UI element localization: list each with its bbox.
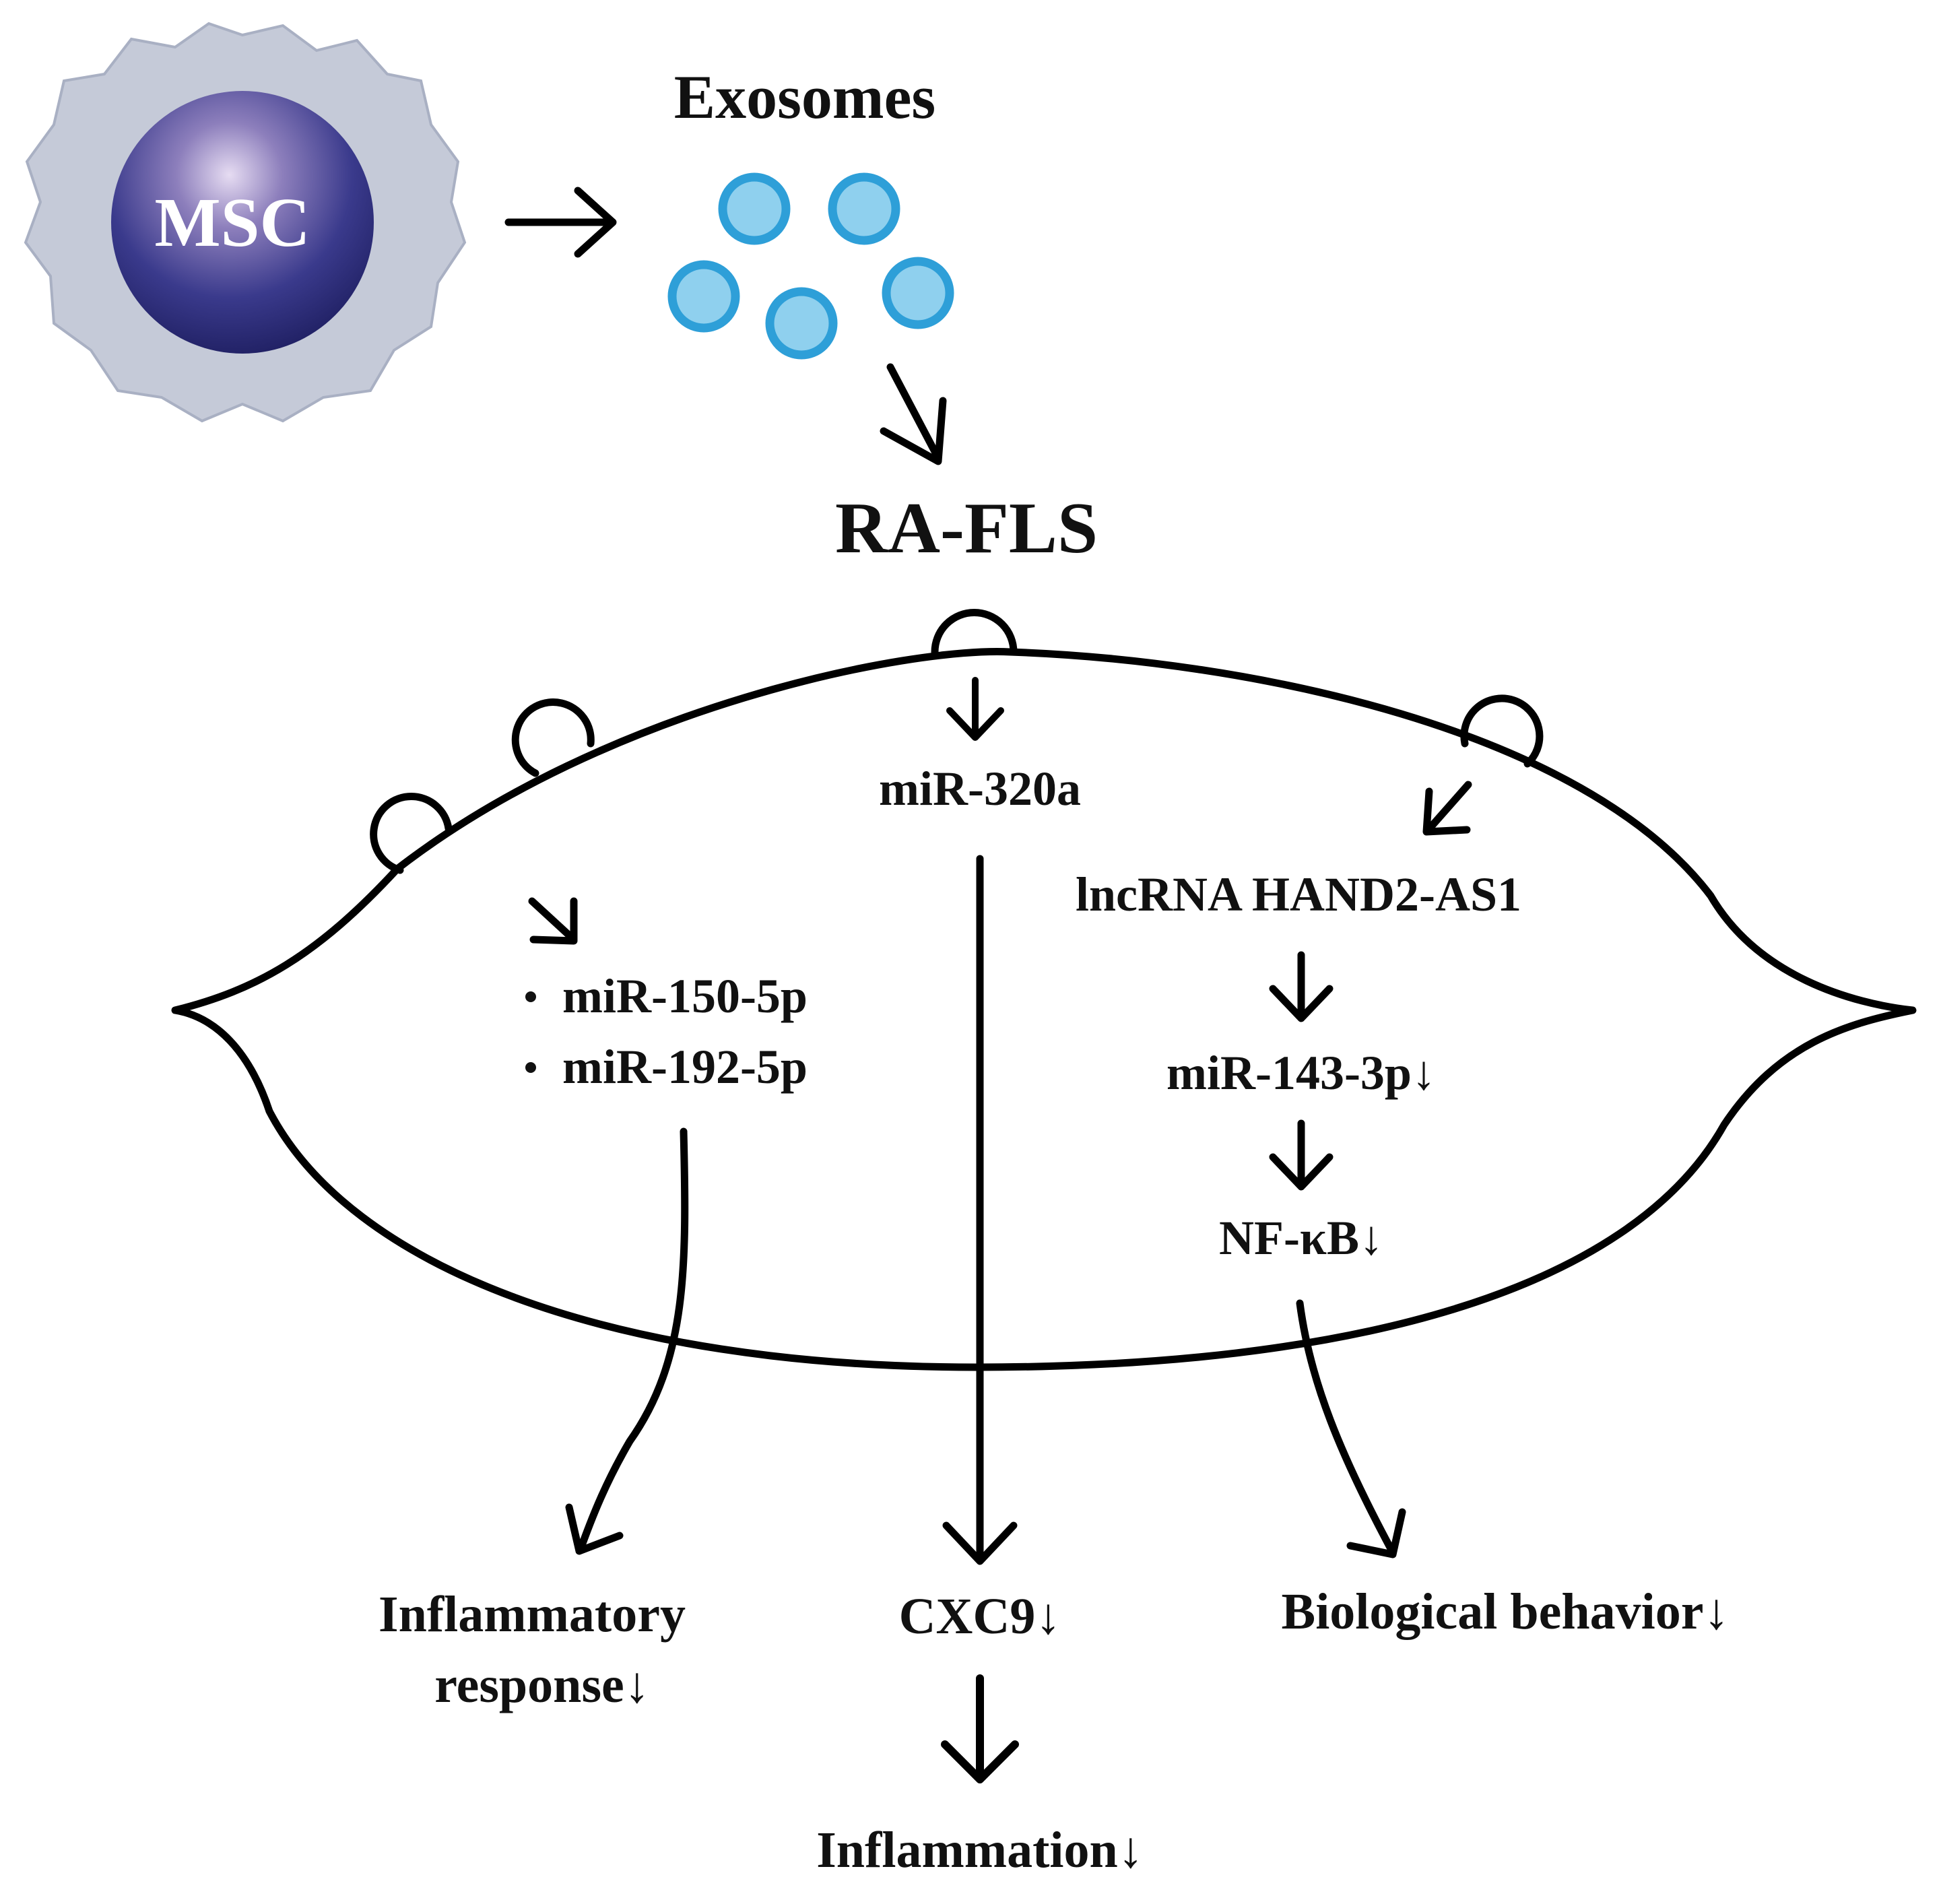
rafls-label: RA-FLS <box>835 488 1098 568</box>
receptor-bump <box>1460 694 1544 768</box>
mir150-label: miR-150-5p <box>562 969 808 1023</box>
exosome-vesicle <box>882 257 954 329</box>
arrow-cxc9-to-inflammation <box>941 1674 1019 1783</box>
inflammatory-response-line2: response↓ <box>434 1657 650 1713</box>
biological-behavior-label: Biological behavior↓ <box>1282 1583 1730 1640</box>
msc-nucleus <box>111 91 374 354</box>
exosome-cluster <box>667 172 954 360</box>
exosome-vesicle <box>828 172 900 245</box>
inflammation-label: Inflammation↓ <box>816 1822 1144 1878</box>
exosomes-label: Exosomes <box>674 63 935 131</box>
lncrna-label: lncRNA HAND2-AS1 <box>1076 867 1521 921</box>
exosome-vesicle <box>765 287 838 360</box>
arrow-mir143-to-nfkb <box>1269 1119 1334 1191</box>
mir192-label: miR-192-5p <box>562 1040 808 1094</box>
arrow-exosomes-to-rafls <box>880 363 947 465</box>
arrow-to-left-mirnas <box>528 897 578 945</box>
cxc9-label: CXC9↓ <box>899 1588 1061 1645</box>
inflammatory-response-line1: Inflammatory <box>379 1586 686 1643</box>
exosome-vesicle <box>718 172 791 245</box>
receptor-bump <box>931 609 1018 656</box>
arrow-msc-to-exosomes <box>504 187 617 258</box>
rafls-membrane <box>171 648 1917 1371</box>
mir143-label: miR-143-3p↓ <box>1166 1046 1436 1100</box>
arrow-to-mir320a <box>946 677 1004 741</box>
receptor-bump <box>370 793 453 874</box>
arrow-to-lncrna <box>1422 781 1472 836</box>
exosome-vesicle <box>667 260 740 333</box>
mir320a-label: miR-320a <box>879 762 1081 816</box>
msc-cell: MSC <box>24 22 467 423</box>
bullet-dot <box>525 1062 536 1073</box>
nfkb-label: NF-κB↓ <box>1219 1211 1383 1265</box>
msc-label: MSC <box>154 184 310 261</box>
arrow-mir320a-to-cxc9 <box>942 855 1018 1565</box>
receptor-bump <box>511 698 595 777</box>
rafls-cell <box>171 609 1917 1371</box>
arrow-nfkb-to-biological <box>1296 1299 1406 1558</box>
arrow-lncrna-to-mir143 <box>1269 951 1334 1022</box>
arrow-left-to-inflammatory <box>565 1127 689 1555</box>
bullet-dot <box>525 991 536 1002</box>
